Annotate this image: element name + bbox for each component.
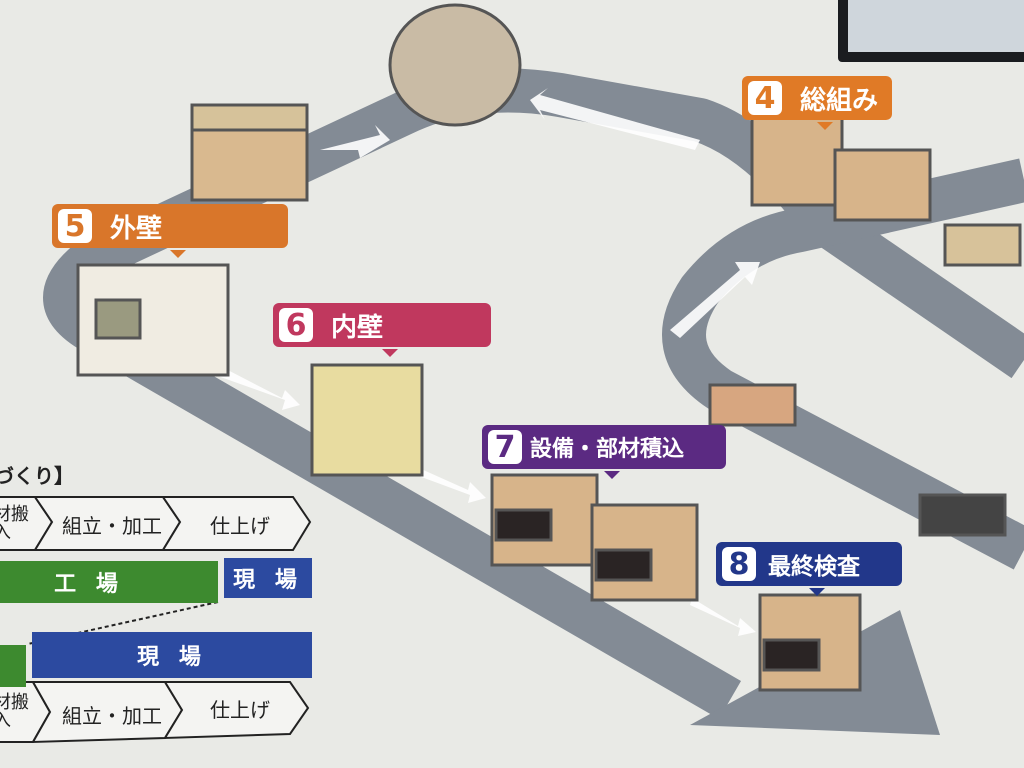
site-bar-long: 現 場	[32, 632, 312, 678]
step-number: 4	[748, 81, 782, 116]
module-final-inspection	[758, 593, 862, 692]
step-number: 6	[279, 308, 313, 343]
flow-arrow	[408, 464, 486, 503]
step-title: 最終検査	[768, 554, 860, 580]
step-5-label: 5 外壁	[52, 204, 288, 258]
stage-finish: 仕上げ	[210, 697, 270, 722]
flow-arrow	[670, 262, 760, 338]
step-number: 5	[58, 209, 92, 244]
module-interior-wall	[310, 363, 424, 477]
step-8-label: 8 最終検査	[716, 542, 902, 596]
flow-arrow	[320, 125, 390, 158]
step-number: 7	[488, 430, 522, 465]
factory-bar-short	[0, 645, 26, 687]
floor-grate	[918, 493, 1007, 537]
step-number: 8	[722, 547, 756, 582]
step-title: 総組み	[800, 85, 879, 116]
conveyor-road-lower	[662, 158, 1024, 570]
floor-panel	[708, 383, 797, 427]
step-title: 外壁	[110, 213, 163, 244]
stage-finish: 仕上げ	[210, 513, 270, 538]
site-bar: 現 場	[224, 558, 312, 598]
module-frame	[190, 103, 309, 202]
monitor-screen	[838, 0, 1024, 62]
module-assembly	[750, 113, 932, 222]
stage-assembly: 組立・加工	[62, 703, 162, 728]
stage-assembly: 組立・加工	[62, 513, 162, 538]
step-4-label: 4 総組み	[742, 76, 893, 130]
rotating-jig	[388, 3, 522, 127]
step-7-label: 7 設備・部材積込	[482, 425, 726, 479]
legend-chevrons	[0, 496, 312, 744]
module-exterior-wall	[76, 263, 230, 377]
step-6-label: 6 内壁	[273, 303, 491, 357]
module-equipment-1	[490, 473, 599, 567]
factory-bar: 工 場	[0, 561, 218, 603]
module-equipment-2	[590, 503, 699, 602]
floor-panel	[943, 223, 1022, 267]
flow-arrow	[530, 88, 700, 150]
flow-arrow	[690, 598, 756, 636]
step-title: 設備・部材積込	[530, 437, 685, 462]
stage-materials: 部材搬入	[0, 692, 29, 731]
legend-title: 家づくり】	[0, 464, 74, 488]
step-title: 内壁	[331, 312, 384, 343]
flow-arrow	[215, 365, 300, 410]
stage-materials: 部材搬入	[0, 504, 29, 543]
